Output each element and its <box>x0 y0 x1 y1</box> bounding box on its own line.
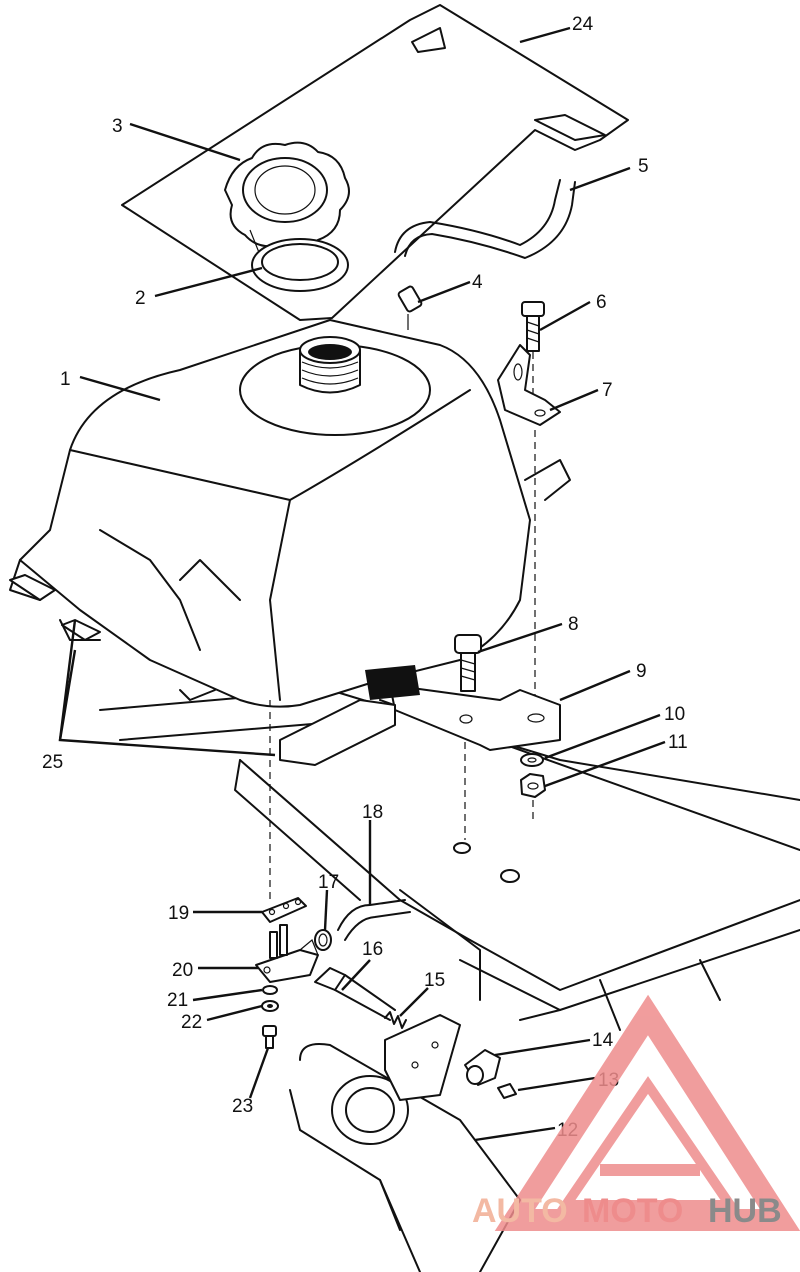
frame <box>99 689 800 1031</box>
callout-22: 22 <box>181 1012 202 1033</box>
callout-21: 21 <box>167 990 188 1011</box>
callout-4: 4 <box>472 272 483 293</box>
vent-fitting <box>397 285 423 330</box>
nut <box>520 773 546 798</box>
small-washer <box>262 985 278 995</box>
callout-18: 18 <box>362 802 383 823</box>
callout-8: 8 <box>568 614 579 635</box>
callout-19: 19 <box>168 903 189 924</box>
callout-16: 16 <box>362 939 383 960</box>
knob-screw <box>497 1083 517 1099</box>
callout-10: 10 <box>664 704 685 725</box>
cap-gasket <box>251 238 349 292</box>
callout-17: 17 <box>318 872 339 893</box>
lower-bolt <box>454 634 482 692</box>
tank-bracket <box>497 344 561 426</box>
lower-bracket <box>365 665 561 751</box>
top-bolt <box>521 301 545 410</box>
watermark-text-moto: MOTO <box>582 1192 683 1230</box>
callout-1: 1 <box>60 369 71 390</box>
valve-shaft <box>314 967 396 1021</box>
valve-mount-plate <box>384 1014 461 1101</box>
isolator-pads <box>9 574 396 766</box>
mounting-pad <box>121 4 629 321</box>
watermark-text-auto: AUTO <box>472 1192 568 1230</box>
fuel-tank <box>9 319 571 708</box>
lock-washer <box>261 1000 279 1012</box>
valve-knob <box>464 1049 501 1086</box>
fuel-line <box>337 899 411 941</box>
callout-24: 24 <box>572 14 594 35</box>
lower-tube <box>289 1043 521 1272</box>
callout-15: 15 <box>424 970 445 991</box>
valve-screw <box>262 1025 277 1049</box>
callout-labels: 1 2 3 4 5 6 7 8 9 10 11 12 13 14 15 16 1… <box>42 14 688 1141</box>
valve-spring <box>384 1011 407 1029</box>
watermark-text-hub: HUB <box>708 1192 782 1230</box>
callout-20: 20 <box>172 960 193 981</box>
alignment-lines <box>269 430 536 900</box>
callout-23: 23 <box>232 1096 253 1117</box>
valve-plate <box>261 897 307 923</box>
washer <box>520 753 544 767</box>
callout-7: 7 <box>602 380 613 401</box>
callout-25: 25 <box>42 752 63 773</box>
hose-clamp <box>314 929 332 951</box>
fuel-valve <box>255 924 319 983</box>
callout-5: 5 <box>638 156 649 177</box>
vent-hose <box>394 179 576 259</box>
fuel-cap <box>224 141 350 259</box>
watermark: AUTO MOTO HUB <box>472 994 800 1231</box>
callout-14: 14 <box>592 1030 614 1051</box>
callout-3: 3 <box>112 116 123 137</box>
watermark-logo-icon <box>494 994 800 1231</box>
callout-2: 2 <box>135 288 146 309</box>
leader-lines <box>58 26 666 1142</box>
callout-11: 11 <box>668 732 688 753</box>
callout-9: 9 <box>636 661 647 682</box>
callout-6: 6 <box>596 292 607 313</box>
